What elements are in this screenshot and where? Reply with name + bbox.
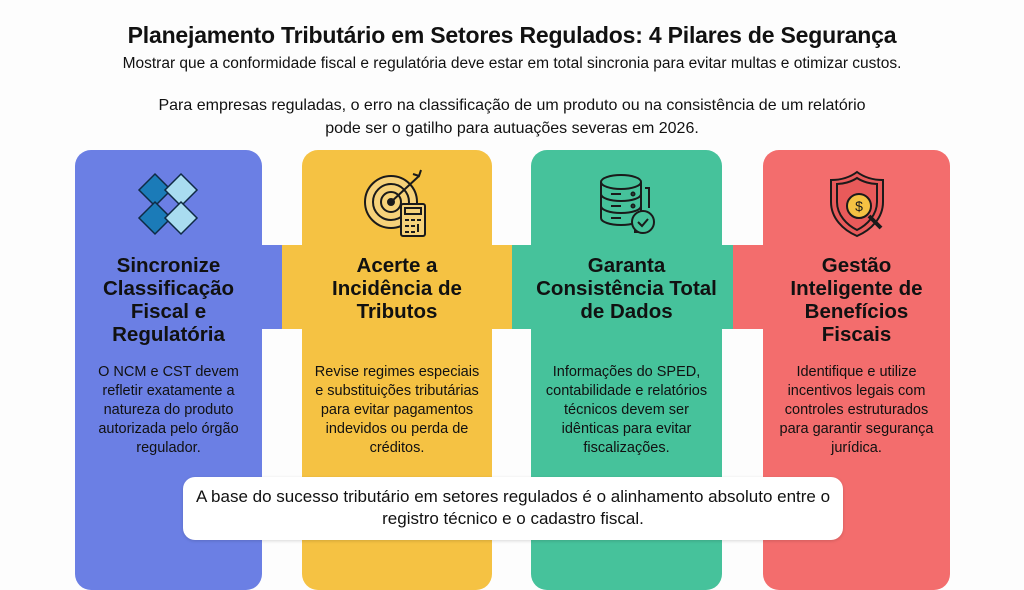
pillar-description: O NCM e CST devem refletir exatamente a …	[98, 364, 239, 456]
svg-text:$: $	[855, 198, 863, 214]
conclusion-text: A base do sucesso tributário em setores …	[195, 487, 831, 528]
pillar-title: Acerte a Incidência de Tributos	[332, 254, 462, 323]
page-subtitle: Mostrar que a conformidade fiscal e regu…	[122, 55, 902, 72]
pillar-description: Identifique e utilize incentivos legais …	[779, 364, 934, 456]
pillar-description: Informações do SPED, contabilidade e rel…	[545, 364, 708, 456]
shield-dollar-search-icon: $	[829, 170, 884, 238]
pillar-title: Gestão Inteligente de Benefícios Fiscais	[790, 254, 923, 346]
intro-text: Para empresas reguladas, o erro na class…	[158, 97, 866, 137]
conclusion-box: A base do sucesso tributário em setores …	[183, 477, 843, 540]
pillar-title: Garanta Consistência Total de Dados	[536, 254, 717, 323]
target-calculator-icon	[364, 169, 426, 237]
page-title: Planejamento Tributário em Setores Regul…	[127, 22, 897, 48]
pillar-description: Revise regimes especiais e substituições…	[314, 364, 480, 456]
database-check-icon	[599, 174, 655, 234]
pillar-title: Sincronize Classificação Fiscal e Regula…	[102, 254, 235, 346]
puzzle-diamonds-icon	[137, 172, 198, 236]
